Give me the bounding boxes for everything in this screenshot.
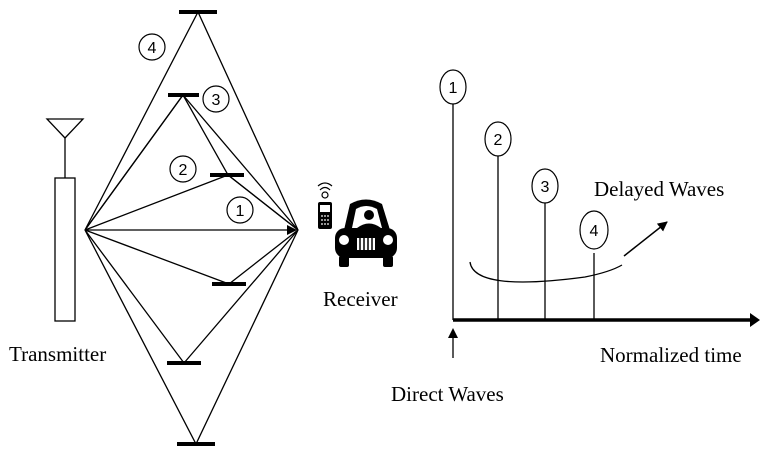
transmitter-mast [54,177,76,322]
time-axis-arrowhead [750,313,760,327]
impulse-4: 4 [579,210,609,320]
path-marker-2: 2 [169,155,197,183]
path-lower-mid [84,229,299,365]
direct-waves-label: Direct Waves [391,382,504,406]
impulse-4-label: 4 [590,223,599,240]
antenna-icon [45,118,85,139]
impulse-2: 2 [484,121,512,320]
path-marker-4: 4 [138,33,166,61]
impulse-1: 1 [439,69,467,320]
path-lower-near [84,229,299,285]
path-marker-4-label: 4 [148,40,157,57]
path-marker-2-label: 2 [179,162,188,179]
path-marker-3: 3 [202,85,230,113]
normalized-time-label: Normalized time [600,343,742,367]
path-2 [84,174,299,231]
delayed-waves-label: Delayed Waves [594,177,725,201]
path-lower-far [84,229,299,446]
path-4 [84,10,299,231]
impulse-1-label: 1 [449,80,458,97]
direct-waves-arrow [448,328,458,358]
transmitter-label: Transmitter [9,342,107,366]
car-icon [335,199,397,267]
transmitter-tower [45,118,85,322]
reflectors [167,10,246,446]
mobile-phone-icon [317,182,333,229]
path-marker-1: 1 [226,196,254,224]
delayed-waves-arrow [623,221,668,257]
delay-curve [469,261,623,283]
impulse-2-label: 2 [494,132,503,149]
receiver-label: Receiver [323,287,398,311]
propagation-paths [84,10,299,446]
path-marker-1-label: 1 [236,203,245,220]
impulse-3: 3 [531,168,559,320]
time-axis [453,313,760,327]
impulse-3-label: 3 [541,179,550,196]
path-marker-3-label: 3 [212,92,221,109]
